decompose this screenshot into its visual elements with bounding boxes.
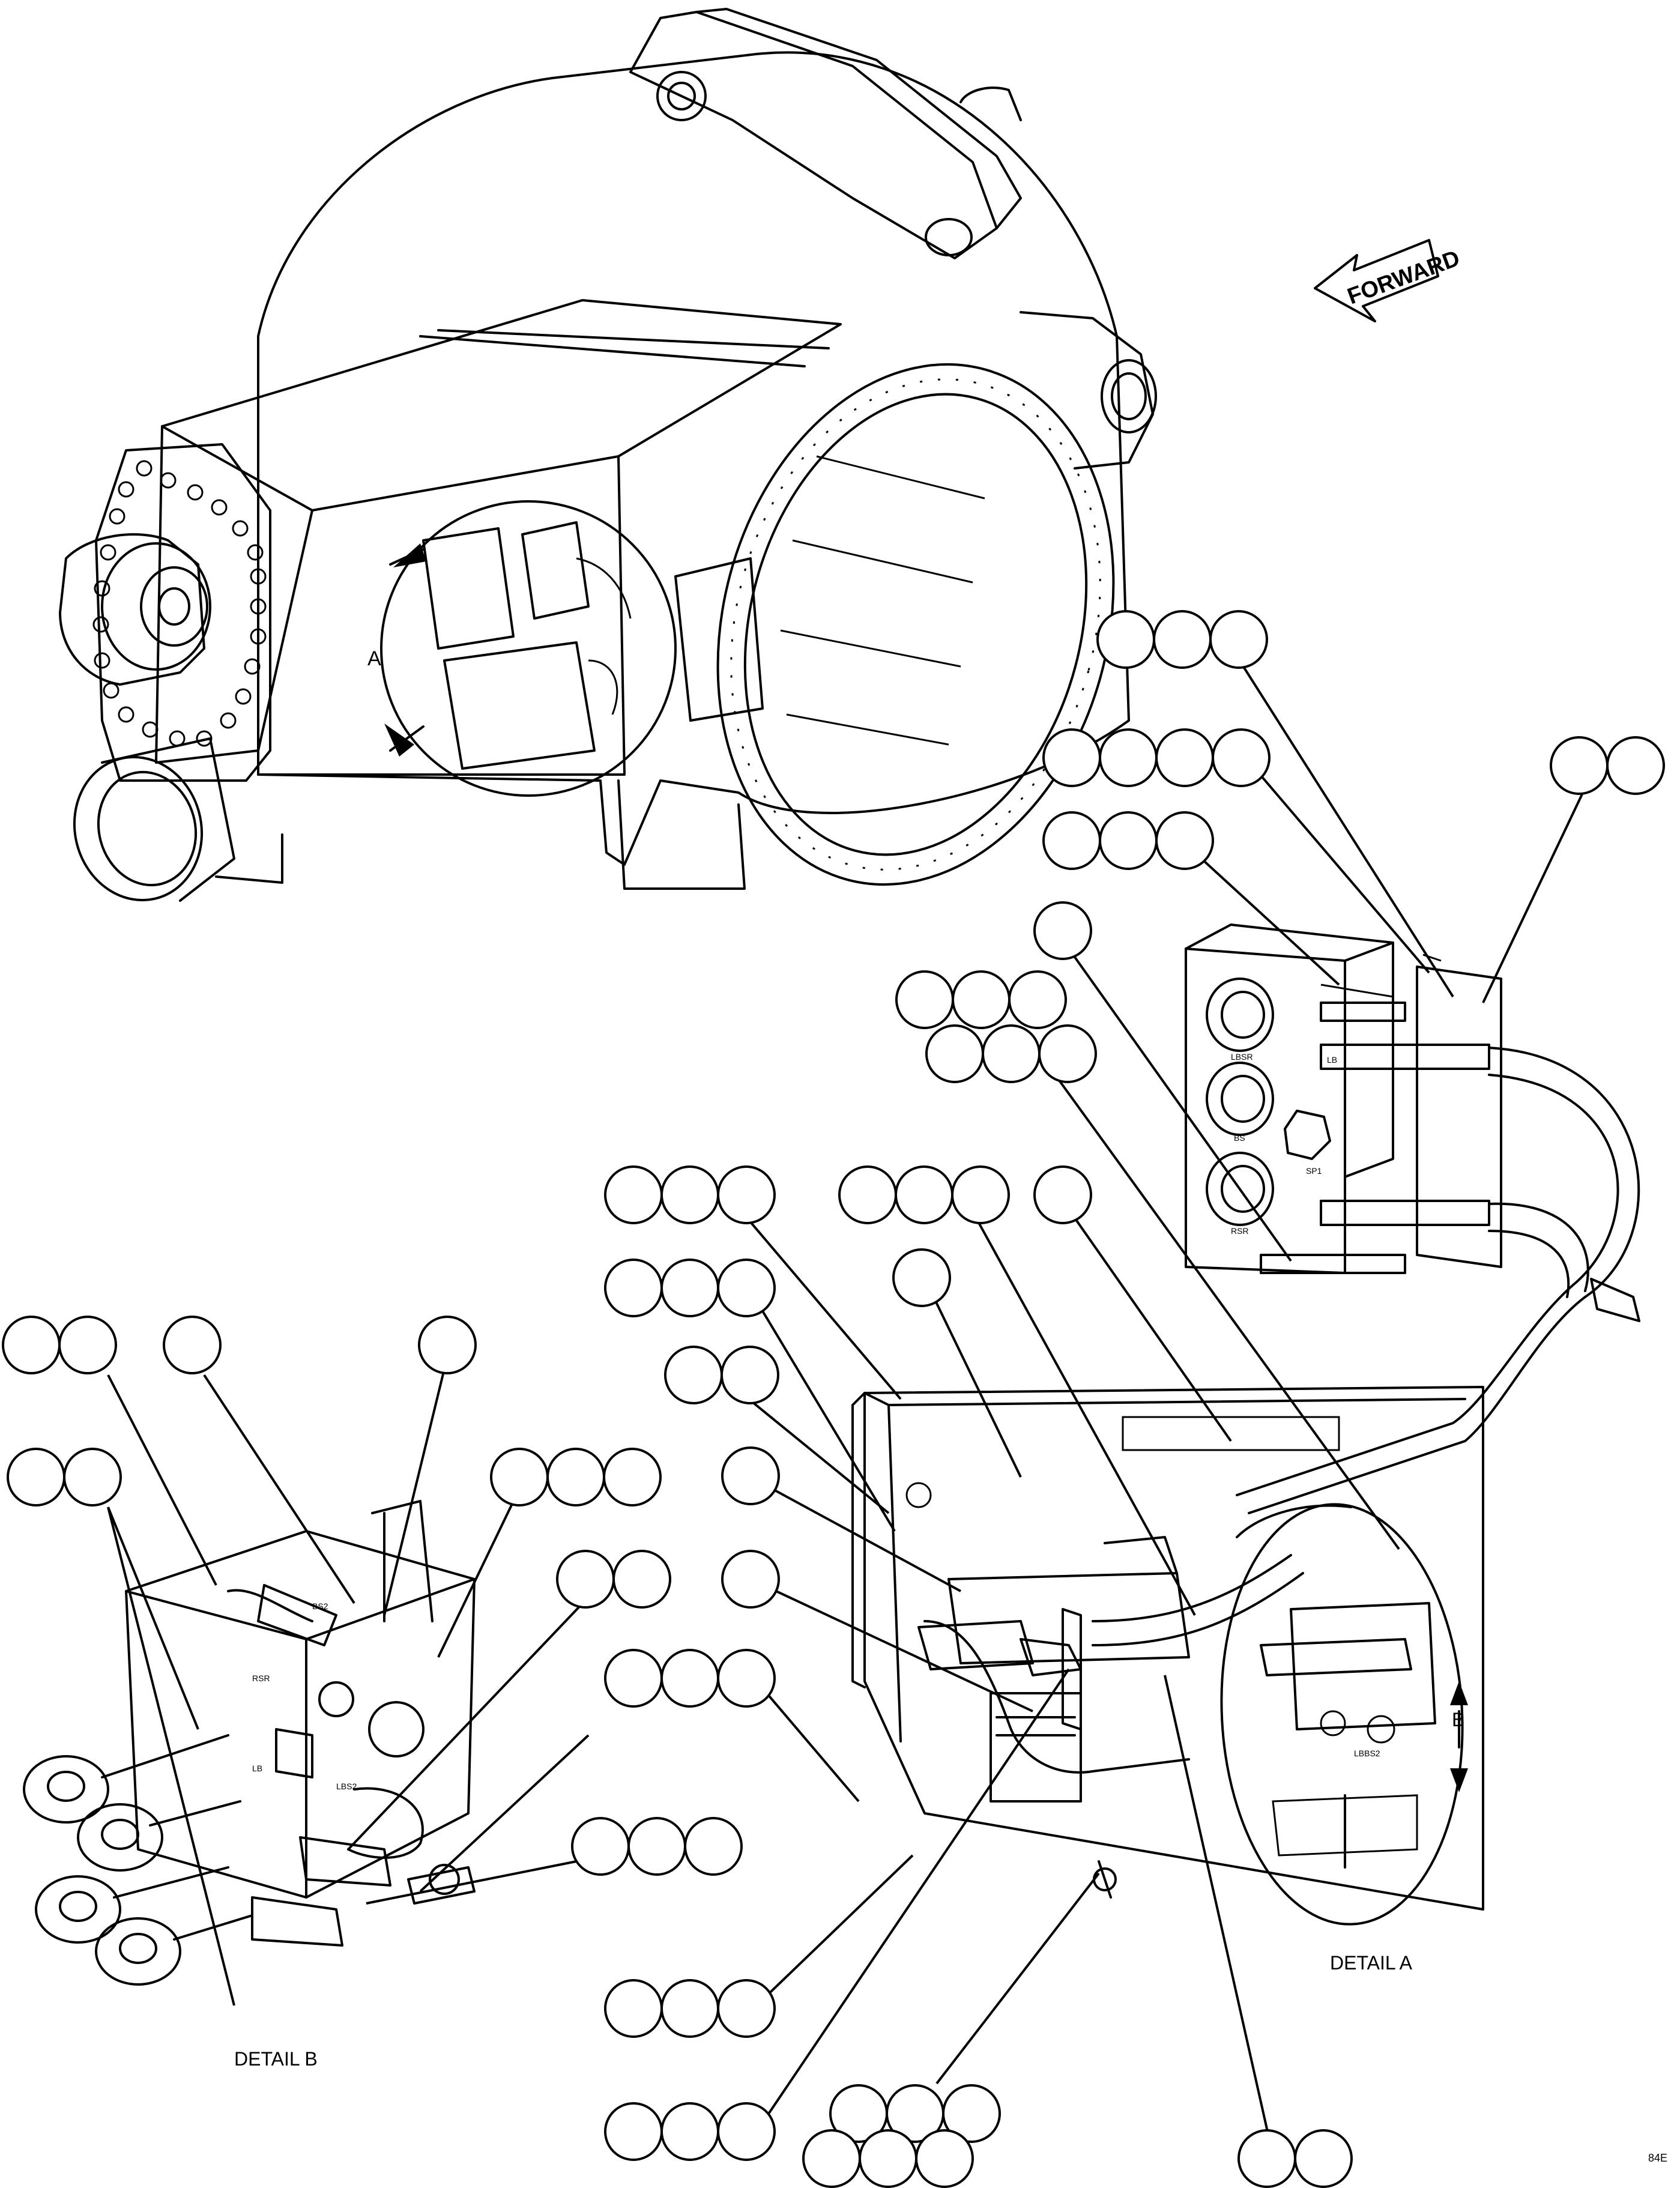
callout-bubble — [721, 1346, 779, 1404]
callout-bubble — [721, 1446, 780, 1505]
callout-bubble — [838, 1165, 897, 1224]
callout-bubble — [1155, 728, 1214, 787]
view-a-marker: A — [367, 647, 381, 670]
callout-bubble — [418, 1316, 477, 1374]
callout-bubble — [1606, 736, 1665, 795]
callout-bubble — [604, 1649, 663, 1708]
callout-bubble — [915, 2129, 974, 2188]
callout-bubble — [660, 1979, 719, 2038]
valve-block-upper: LBSR LB BS SP1 RSR — [1185, 923, 1640, 1514]
callout-bubble — [895, 970, 954, 1029]
callout-bubble — [1153, 610, 1212, 669]
callout-bubble — [604, 2102, 663, 2161]
port-label-bs: BS — [1234, 1133, 1245, 1143]
callout-bubble — [571, 1817, 630, 1876]
callout-bubble — [1099, 728, 1158, 787]
port-label-rsr-b: RSR — [252, 1673, 270, 1683]
callout-bubble — [660, 1259, 719, 1317]
port-label-sp1: SP1 — [1306, 1166, 1322, 1176]
callout-bubble — [951, 1165, 1010, 1224]
callout-bubble — [982, 1024, 1041, 1083]
callout-bubble — [717, 1979, 776, 2038]
callout-bubble — [925, 1024, 984, 1083]
callout-bubble — [684, 1817, 743, 1876]
callout-bubble — [1042, 811, 1101, 870]
callout-bubble — [1237, 2129, 1296, 2188]
callout-bubble — [490, 1448, 549, 1507]
sheet-code: 84E — [1648, 2152, 1667, 2164]
callout-bubble — [163, 1316, 222, 1374]
callout-bubble — [1008, 970, 1067, 1029]
port-label-lb-b: LB — [252, 1763, 262, 1773]
callout-bubble — [1212, 728, 1271, 787]
callout-bubble — [717, 1649, 776, 1708]
callout-bubble — [556, 1550, 615, 1609]
callout-bubble — [1038, 1024, 1097, 1083]
callout-bubble — [1209, 610, 1268, 669]
callout-bubbles — [2, 610, 1665, 2188]
port-label-bs2: BS2 — [312, 1601, 328, 1611]
callout-bubble — [942, 2084, 1001, 2143]
callout-bubble — [717, 1165, 776, 1224]
callout-bubble — [1033, 1165, 1092, 1224]
callout-bubble — [952, 970, 1011, 1029]
callout-bubble — [717, 1259, 776, 1317]
detail-a-title: DETAIL A — [1330, 1952, 1413, 1974]
callout-bubble — [604, 1165, 663, 1224]
callout-bubble — [859, 2129, 917, 2188]
callout-bubble — [802, 2129, 861, 2188]
forward-label: FORWARD — [1344, 246, 1463, 309]
callout-bubble — [1155, 811, 1214, 870]
housing-assembly: A — [59, 8, 1157, 902]
callout-bubble — [660, 2102, 719, 2161]
callout-bubble — [1033, 901, 1092, 960]
callout-bubble — [1294, 2129, 1353, 2188]
callout-bubble — [660, 1165, 719, 1224]
callout-bubble — [717, 2102, 776, 2161]
callout-bubble — [1042, 728, 1101, 787]
port-label-lbsr: LBSR — [1231, 1052, 1253, 1062]
callout-bubble — [63, 1448, 122, 1507]
port-label-lb: LB — [1327, 1055, 1337, 1065]
detail-b-marker: B — [1452, 1709, 1464, 1730]
forward-arrow: FORWARD — [1314, 239, 1463, 322]
detail-a-view: B LBBS2 DETAIL A — [851, 1386, 1484, 1974]
port-label-lbbs2: LBBS2 — [1354, 1748, 1380, 1758]
detail-b-title: DETAIL B — [234, 2048, 318, 2070]
callout-bubble — [1099, 811, 1158, 870]
callout-bubble — [604, 1259, 663, 1317]
port-label-lbs2: LBS2 — [336, 1782, 357, 1791]
callout-bubble — [660, 1649, 719, 1708]
detail-b-view: BS2 LBS2 LB RSR DETAIL B — [23, 1500, 476, 2070]
callout-bubble — [2, 1316, 61, 1374]
callout-bubble — [664, 1346, 723, 1404]
callout-bubble — [1550, 736, 1609, 795]
callout-bubble — [604, 1979, 663, 2038]
callout-leaders — [107, 653, 1598, 2156]
callout-bubble — [627, 1817, 686, 1876]
callout-bubble — [1096, 610, 1155, 669]
port-label-rsr: RSR — [1231, 1226, 1249, 1236]
callout-bubble — [721, 1550, 780, 1609]
callout-bubble — [612, 1550, 671, 1609]
callout-bubble — [546, 1448, 605, 1507]
callout-bubble — [7, 1448, 65, 1507]
callout-bubble — [895, 1165, 953, 1224]
callout-bubble — [603, 1448, 662, 1507]
callout-bubble — [58, 1316, 117, 1374]
callout-bubble — [892, 1248, 951, 1307]
